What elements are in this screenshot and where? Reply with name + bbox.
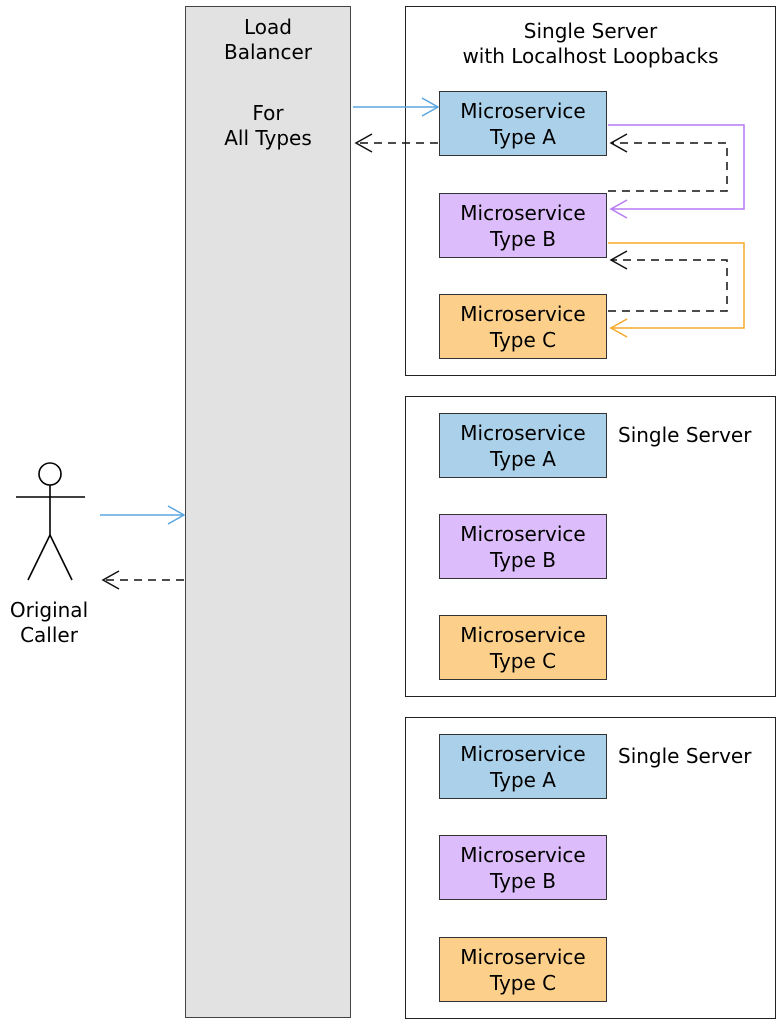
server-3-title: Single Server	[618, 744, 752, 768]
load-balancer-title-line1: Load	[244, 15, 292, 39]
microservice-label: Microservice	[460, 301, 586, 326]
load-balancer-subtitle-line2: All Types	[224, 126, 312, 150]
load-balancer-title: Load Balancer	[186, 15, 350, 65]
actor-label: Original Caller	[0, 598, 98, 648]
actor-label-line1: Original	[9, 598, 89, 622]
actor	[10, 460, 90, 585]
microservice-label: Microservice	[460, 842, 586, 867]
load-balancer-title-line2: Balancer	[224, 40, 312, 64]
microservice-label: Microservice	[460, 944, 586, 969]
microservice-type: Type C	[489, 970, 557, 995]
microservice-label: Microservice	[460, 521, 586, 546]
server-3-microservice-type-a: Microservice Type A	[439, 734, 607, 799]
server-1-microservice-type-b: Microservice Type B	[439, 193, 607, 258]
caller-request-arrow	[100, 505, 186, 525]
server-1-title: Single Server with Localhost Loopbacks	[406, 19, 775, 69]
microservice-type: Type C	[489, 327, 557, 352]
microservice-label: Microservice	[460, 622, 586, 647]
server-1-title-line1: Single Server	[523, 19, 658, 43]
server-2-title: Single Server	[618, 423, 752, 447]
load-balancer-subtitle: For All Types	[186, 101, 350, 151]
microservice-label: Microservice	[460, 741, 586, 766]
caller-response-arrow	[101, 570, 184, 590]
microservice-type: Type B	[489, 547, 556, 572]
server-3-microservice-type-b: Microservice Type B	[439, 835, 607, 900]
server-1-microservice-type-c: Microservice Type C	[439, 294, 607, 359]
microservice-type: Type B	[489, 868, 556, 893]
server-1-title-line2: with Localhost Loopbacks	[462, 44, 719, 68]
load-balancer-subtitle-line1: For	[252, 101, 284, 125]
load-balancer: Load Balancer For All Types	[185, 6, 351, 1018]
microservice-label: Microservice	[460, 420, 586, 445]
stick-figure-icon	[16, 462, 85, 581]
server-2-microservice-type-a: Microservice Type A	[439, 413, 607, 478]
microservice-label: Microservice	[460, 98, 586, 123]
microservice-label: Microservice	[460, 200, 586, 225]
server-1-microservice-type-a: Microservice Type A	[439, 91, 607, 156]
microservice-type: Type C	[489, 648, 557, 673]
microservice-type: Type B	[489, 226, 556, 251]
server-3-microservice-type-c: Microservice Type C	[439, 937, 607, 1002]
microservice-type: Type A	[490, 767, 556, 792]
microservice-type: Type A	[490, 124, 556, 149]
actor-label-line2: Caller	[20, 623, 78, 647]
server-2-microservice-type-c: Microservice Type C	[439, 615, 607, 680]
microservice-type: Type A	[490, 446, 556, 471]
server-2-microservice-type-b: Microservice Type B	[439, 514, 607, 579]
